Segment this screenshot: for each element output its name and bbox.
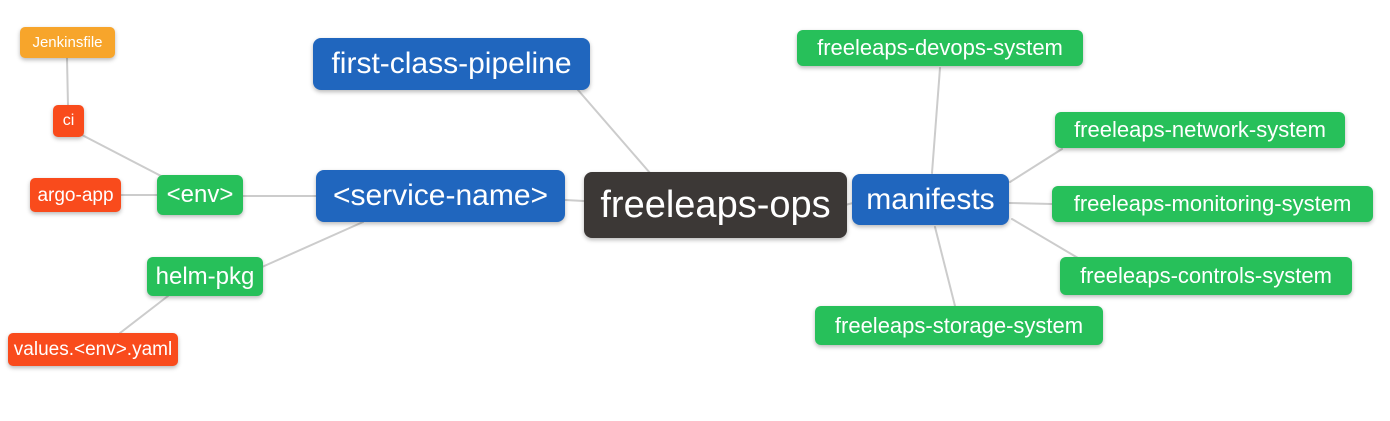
mindmap-node-devops-system[interactable]: freeleaps-devops-system bbox=[797, 30, 1083, 66]
edge-manifests-controls bbox=[1011, 218, 1079, 259]
mindmap-node-first-class-pipeline[interactable]: first-class-pipeline bbox=[313, 38, 590, 90]
mindmap-node-network-system[interactable]: freeleaps-network-system bbox=[1055, 112, 1345, 148]
mindmap-node-manifests[interactable]: manifests bbox=[852, 174, 1009, 225]
mindmap-node-controls-system[interactable]: freeleaps-controls-system bbox=[1060, 257, 1352, 295]
mindmap-node-monitoring-system[interactable]: freeleaps-monitoring-system bbox=[1052, 186, 1373, 222]
mindmap-node-freeleaps-ops[interactable]: freeleaps-ops bbox=[584, 172, 847, 238]
mindmap-node-storage-system[interactable]: freeleaps-storage-system bbox=[815, 306, 1103, 345]
mindmap-node-values-env-yaml[interactable]: values.<env>.yaml bbox=[8, 333, 178, 366]
mindmap-node-ci[interactable]: ci bbox=[53, 105, 84, 137]
mindmap-node-argo-app[interactable]: argo-app bbox=[30, 178, 121, 212]
mindmap-node-helm-pkg[interactable]: helm-pkg bbox=[147, 257, 263, 296]
edge-service-name-ops bbox=[564, 199, 585, 202]
edge-helm-pkg-values bbox=[119, 295, 169, 334]
edge-pipeline-ops bbox=[577, 89, 651, 174]
edge-manifests-network bbox=[1009, 148, 1063, 183]
edge-jenkinsfile-ci bbox=[66, 57, 69, 107]
edge-service-name-helm-pkg bbox=[261, 221, 364, 268]
edge-manifests-monitoring bbox=[1008, 202, 1053, 205]
edge-manifests-devops bbox=[931, 67, 941, 174]
edge-manifests-storage bbox=[934, 226, 956, 307]
mindmap-node-env[interactable]: <env> bbox=[157, 175, 243, 215]
edge-ci-env bbox=[81, 134, 164, 178]
mindmap-node-jenkinsfile[interactable]: Jenkinsfile bbox=[20, 27, 115, 58]
mindmap-node-service-name[interactable]: <service-name> bbox=[316, 170, 565, 222]
